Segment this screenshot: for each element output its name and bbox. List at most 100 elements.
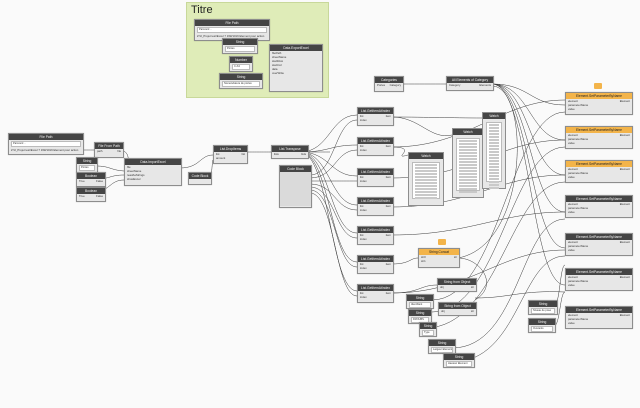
input-port[interactable]: index	[360, 208, 367, 212]
output-port[interactable]: Element	[619, 99, 630, 103]
output-port[interactable]: Category	[389, 83, 401, 87]
code-block-node-2[interactable]: Code Block	[279, 165, 312, 208]
data-export-excel-node[interactable]: Data.ExportExcel filePath sheetName star…	[269, 44, 323, 92]
output-port[interactable]: str	[470, 309, 474, 313]
watch-output-pane[interactable]	[412, 162, 440, 199]
input-port[interactable]: obj	[441, 309, 445, 313]
string-node-type[interactable]: String Type	[419, 322, 437, 337]
output-port[interactable]: Elements	[479, 83, 491, 87]
string-value-field[interactable]: Niveau de pose	[531, 308, 555, 314]
input-port[interactable]: value	[568, 321, 575, 325]
output-port[interactable]: file	[117, 149, 121, 153]
input-port[interactable]: list	[216, 152, 220, 156]
output-port[interactable]: item	[385, 204, 391, 208]
output-port[interactable]: item	[385, 144, 391, 148]
output-port[interactable]: str	[453, 255, 457, 259]
string-value-field[interactable]: Identifiant	[409, 302, 431, 308]
input-port[interactable]: list	[360, 175, 364, 179]
input-port[interactable]: str0	[421, 255, 426, 259]
output-port[interactable]: item	[385, 291, 391, 295]
output-port[interactable]: item	[385, 114, 391, 118]
input-port[interactable]: parameterName	[568, 206, 589, 210]
output-port[interactable]: Element	[619, 313, 630, 317]
input-port[interactable]: list	[360, 233, 364, 237]
string-value-field[interactable]: Type	[422, 330, 434, 336]
input-port[interactable]: parameterName	[568, 279, 589, 283]
false-radio[interactable]: False	[96, 179, 103, 183]
input-port[interactable]: index	[360, 148, 367, 152]
input-port[interactable]: list	[360, 144, 364, 148]
output-port[interactable]: item	[385, 262, 391, 266]
output-port[interactable]: list	[241, 152, 245, 156]
watch-output-pane[interactable]	[456, 138, 480, 193]
string-value-field[interactable]: Largeur Element	[431, 347, 453, 353]
input-port[interactable]: parameterName	[568, 317, 589, 321]
input-port[interactable]: str1	[421, 259, 426, 263]
file-path-node-left[interactable]: File Path Parcourir... Z:\0_Projet test\…	[8, 133, 84, 155]
input-port[interactable]: element	[568, 313, 578, 317]
output-port[interactable]: item	[385, 233, 391, 237]
input-port[interactable]: data	[272, 67, 278, 71]
watch-node-1[interactable]: Watch	[408, 152, 444, 206]
data-import-excel-node[interactable]: Data.ImportExcel file sheetName readAsSt…	[124, 158, 182, 186]
input-port[interactable]: lists	[274, 152, 279, 156]
input-port[interactable]: startRow	[272, 59, 284, 63]
input-port[interactable]: index	[360, 266, 367, 270]
input-port[interactable]: file	[127, 165, 131, 169]
input-port[interactable]: index	[360, 179, 367, 183]
watch-node-3[interactable]: Watch	[482, 112, 506, 189]
string-node-identifiant[interactable]: String Identifiant	[406, 294, 434, 309]
category-dropdown[interactable]: Portes	[377, 83, 386, 87]
true-radio[interactable]: True	[79, 194, 85, 198]
input-port[interactable]: showExcel	[127, 177, 141, 181]
output-port[interactable]: Element	[619, 275, 630, 279]
watch-output-pane[interactable]	[486, 122, 502, 189]
input-port[interactable]: element	[568, 167, 578, 171]
string-node-left[interactable]: String Portes	[76, 157, 98, 173]
string-value-field[interactable]: Hauteur Element	[446, 361, 472, 367]
input-port[interactable]: element	[568, 275, 578, 279]
string-node-largeur[interactable]: String Largeur Element	[428, 339, 456, 354]
input-port[interactable]: parameterName	[568, 244, 589, 248]
output-port[interactable]: lists	[301, 152, 306, 156]
watch-node-2[interactable]: Watch	[452, 128, 484, 198]
string-node-top2[interactable]: String Nomenclature de portes	[219, 73, 263, 89]
string-node-top[interactable]: String Portes	[222, 38, 258, 54]
input-port[interactable]: element	[568, 133, 578, 137]
file-path-node-top[interactable]: File Path Parcourir... Z:\0_Projet test\…	[194, 19, 270, 41]
input-port[interactable]: element	[568, 202, 578, 206]
number-value-field[interactable]: C:A3	[232, 64, 250, 70]
string-value-field[interactable]: Portes	[225, 46, 255, 52]
input-port[interactable]: value	[568, 141, 575, 145]
browse-field[interactable]: Parcourir...	[11, 141, 81, 147]
string-node-froubs[interactable]: String FROUBS	[408, 309, 432, 324]
input-port[interactable]: filePath	[272, 51, 282, 55]
input-port[interactable]: index	[360, 295, 367, 299]
false-radio[interactable]: False	[96, 194, 103, 198]
input-port[interactable]: obj	[440, 285, 444, 289]
output-port[interactable]: Element	[619, 133, 630, 137]
input-port[interactable]: parameterName	[568, 171, 589, 175]
string-value-field[interactable]: Ouvrants	[531, 326, 553, 332]
string-value-field[interactable]: Nomenclature de portes	[222, 81, 260, 87]
input-port[interactable]: sheetName	[272, 55, 287, 59]
input-port[interactable]: parameterName	[568, 103, 589, 107]
input-port[interactable]: path	[97, 149, 103, 153]
input-port[interactable]: parameterName	[568, 137, 589, 141]
